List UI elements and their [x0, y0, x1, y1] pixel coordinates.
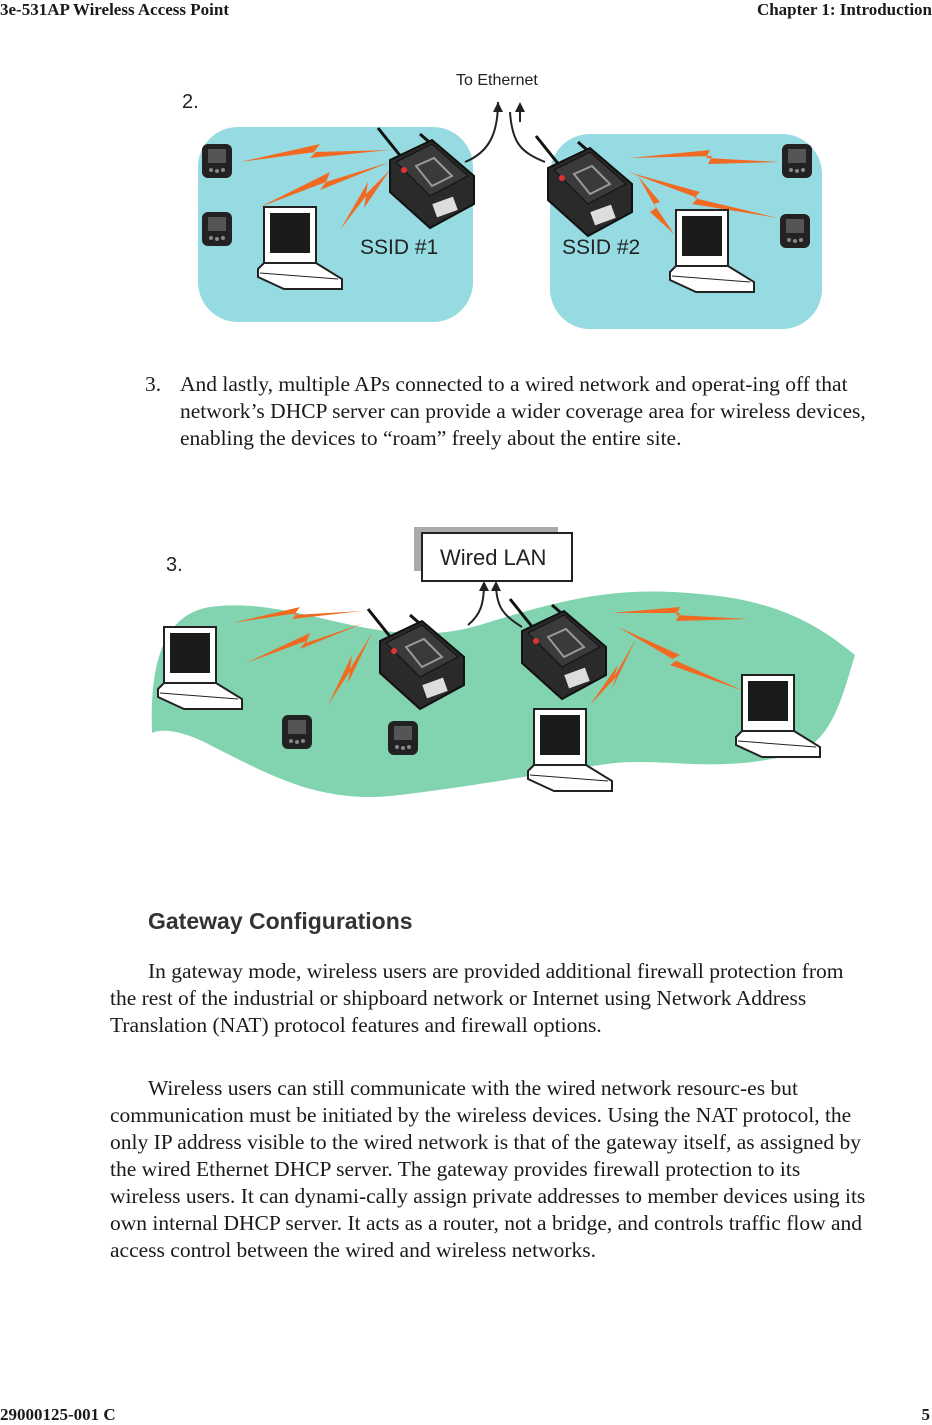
signal-bolts — [232, 607, 748, 705]
pda-icon — [202, 212, 232, 246]
header-title: 3e-531AP Wireless Access Point — [0, 0, 230, 19]
figure-roaming-network: Wired LAN 3. — [151, 527, 855, 797]
figure-multiple-ssid: 2. To Ethernet SSID #1 SSID #2 — [182, 72, 822, 329]
header-chapter: Chapter 1: Introduction — [756, 0, 932, 19]
roaming-coverage-area — [151, 591, 855, 797]
pda-icon — [782, 144, 812, 178]
paragraph: In gateway mode, wireless users are prov… — [110, 959, 844, 1037]
wired-lan-box — [421, 532, 573, 582]
signal-bolts-ssid1 — [240, 144, 390, 230]
section-heading: Gateway Configurations — [148, 908, 413, 934]
wired-lan-label: Wired LAN — [440, 545, 546, 570]
pda-icon — [202, 144, 232, 178]
pda-icon — [780, 214, 810, 248]
ssid2-label: SSID #2 — [562, 236, 640, 259]
figure3-number: 3. — [166, 554, 183, 576]
to-ethernet-label: To Ethernet — [456, 72, 538, 89]
list-text: And lastly, multiple APs connected to a … — [180, 372, 866, 450]
footer-page-number: 5 — [921, 1405, 931, 1424]
list-item: 3. And lastly, multiple APs connected to… — [145, 371, 875, 452]
list-number: 3. — [145, 372, 162, 396]
figure2-number: 2. — [182, 91, 199, 113]
paragraph: Wireless users can still communicate wit… — [110, 1076, 866, 1262]
signal-bolts-ssid2 — [628, 150, 780, 234]
footer-doc-number: 29000125-001 C — [0, 1405, 116, 1424]
ssid1-label: SSID #1 — [360, 236, 438, 259]
pda-icon — [388, 721, 418, 755]
pda-icon — [282, 715, 312, 749]
